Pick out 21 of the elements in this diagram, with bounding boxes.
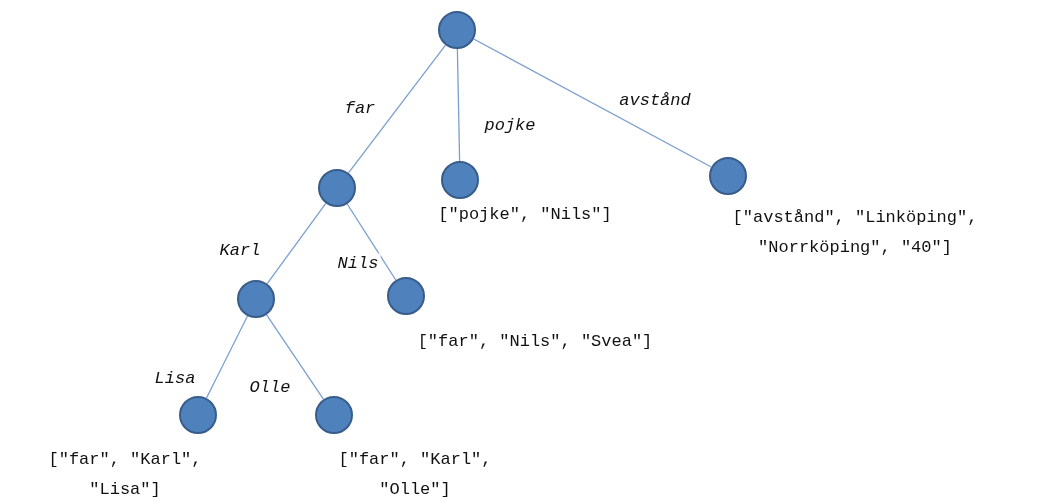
connector-line [346,203,397,281]
tree-node-circle [709,157,747,195]
tree-node-circle [438,11,476,49]
tree-node-circle [387,277,425,315]
tree-node-circle [179,396,217,434]
node-caption: ["far", "Karl", "Olle"] [337,449,493,497]
connector-line [347,44,447,174]
connector-line [456,48,461,162]
connector-line [205,315,249,399]
node-caption: ["far", "Nils", "Svea"] [416,331,654,353]
tree-node-circle [315,396,353,434]
connector-line [266,202,327,285]
connector-line [473,38,712,168]
node-caption: ["far", "Karl", "Lisa"] [47,449,203,497]
node-caption: ["pojke", "Nils"] [437,204,613,226]
tree-node-circle [441,161,479,199]
tree-node-circle [237,280,275,318]
connector-line [265,314,325,400]
node-caption: ["avstånd", "Linköping", "Norrköping", "40"] [731,207,979,259]
tree-node-circle [318,169,356,207]
edge-label: pojke [482,115,538,135]
